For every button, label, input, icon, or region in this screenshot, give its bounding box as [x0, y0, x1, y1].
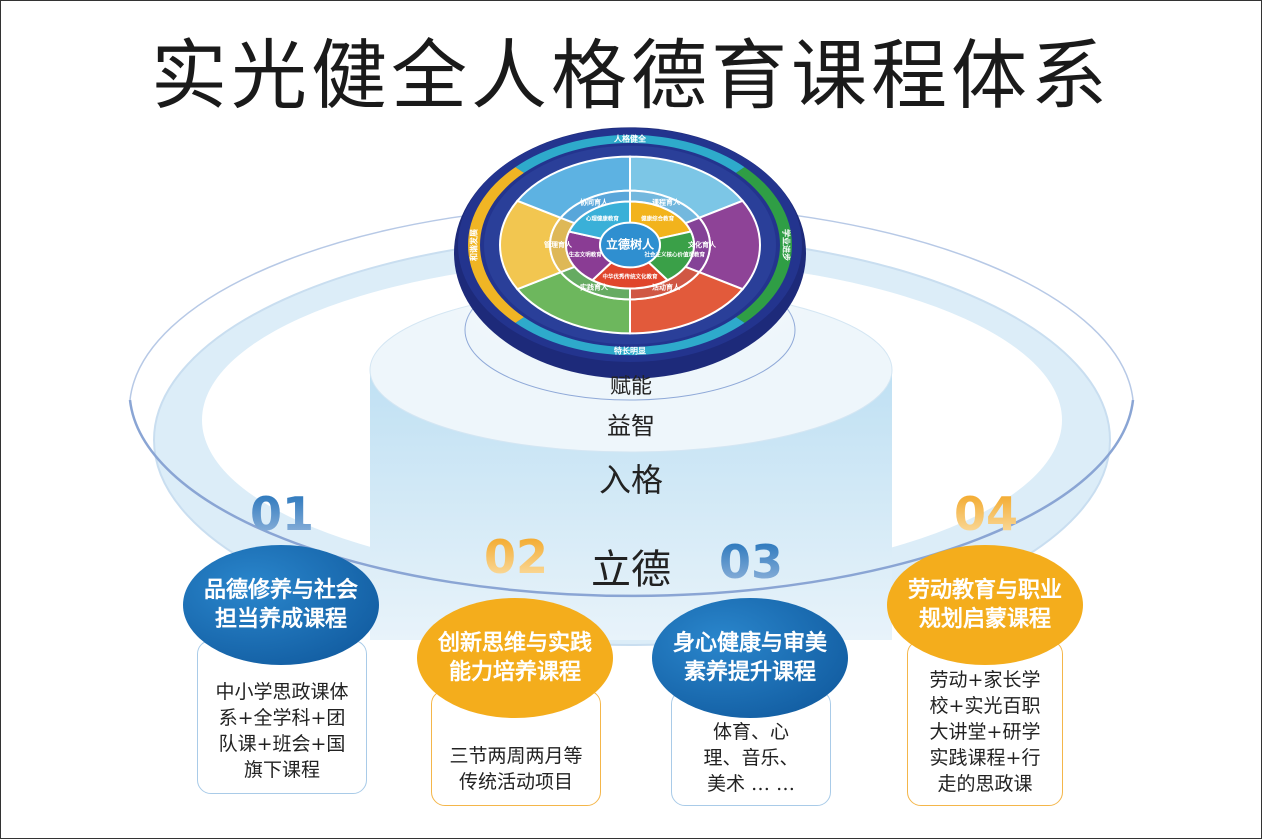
outer-ring-label: 特长明显	[614, 346, 646, 356]
course-number: 02	[483, 530, 549, 584]
page-title: 实光健全人格德育课程体系	[151, 31, 1111, 120]
inner-ring-label: 社会主义核心价值观教育	[643, 250, 705, 258]
course-description: 中小学思政课体系+全学科+团队课+班会+国旗下课程	[197, 640, 367, 794]
middle-ring-label: 课程育人	[652, 198, 681, 207]
outer-ring-label: 人格健全	[614, 133, 647, 143]
level-label: 入格	[598, 461, 664, 499]
course-number: 03	[718, 535, 784, 589]
orbit-line	[128, 399, 1135, 598]
course-title: 身心健康与审美素养提升课程	[652, 598, 848, 718]
level-label: 益智	[607, 412, 655, 440]
course-number: 01	[249, 487, 315, 541]
inner-ring-label: 健康综合教育	[641, 215, 675, 223]
course-description: 劳动+家长学校+实光百职大讲堂+研学实践课程+行走的思政课	[907, 640, 1063, 806]
middle-ring-label: 文化育人	[688, 240, 717, 249]
level-label: 立德	[591, 547, 671, 593]
outer-ring-segment	[515, 317, 745, 356]
middle-ring-label: 实践育人	[580, 282, 609, 291]
course-title: 品德修养与社会担当养成课程	[183, 545, 379, 665]
outer-ring-segment	[515, 134, 745, 173]
outer-ring-label: 和谐发展	[469, 229, 479, 261]
middle-ring-label: 管理育人	[544, 240, 573, 249]
outer-ring-label: 学业进步	[782, 229, 792, 261]
course-title: 创新思维与实践能力培养课程	[417, 598, 613, 718]
middle-ring-label: 协同育人	[580, 198, 609, 207]
inner-ring-label: 生态文明教育	[569, 250, 603, 258]
disc-center	[599, 221, 661, 269]
outer-ring-segment	[468, 167, 524, 323]
middle-ring-label: 活动育人	[652, 282, 681, 291]
course-number: 04	[953, 487, 1019, 541]
outer-ring-segment	[736, 167, 792, 323]
level-label: 赋能	[610, 374, 652, 398]
inner-ring-label: 中华优秀传统文化教育	[602, 272, 658, 280]
course-title: 劳动教育与职业规划启蒙课程	[887, 545, 1083, 665]
disc-center-label: 立德树人	[606, 237, 655, 252]
inner-ring-label: 心理健康教育	[586, 215, 620, 223]
